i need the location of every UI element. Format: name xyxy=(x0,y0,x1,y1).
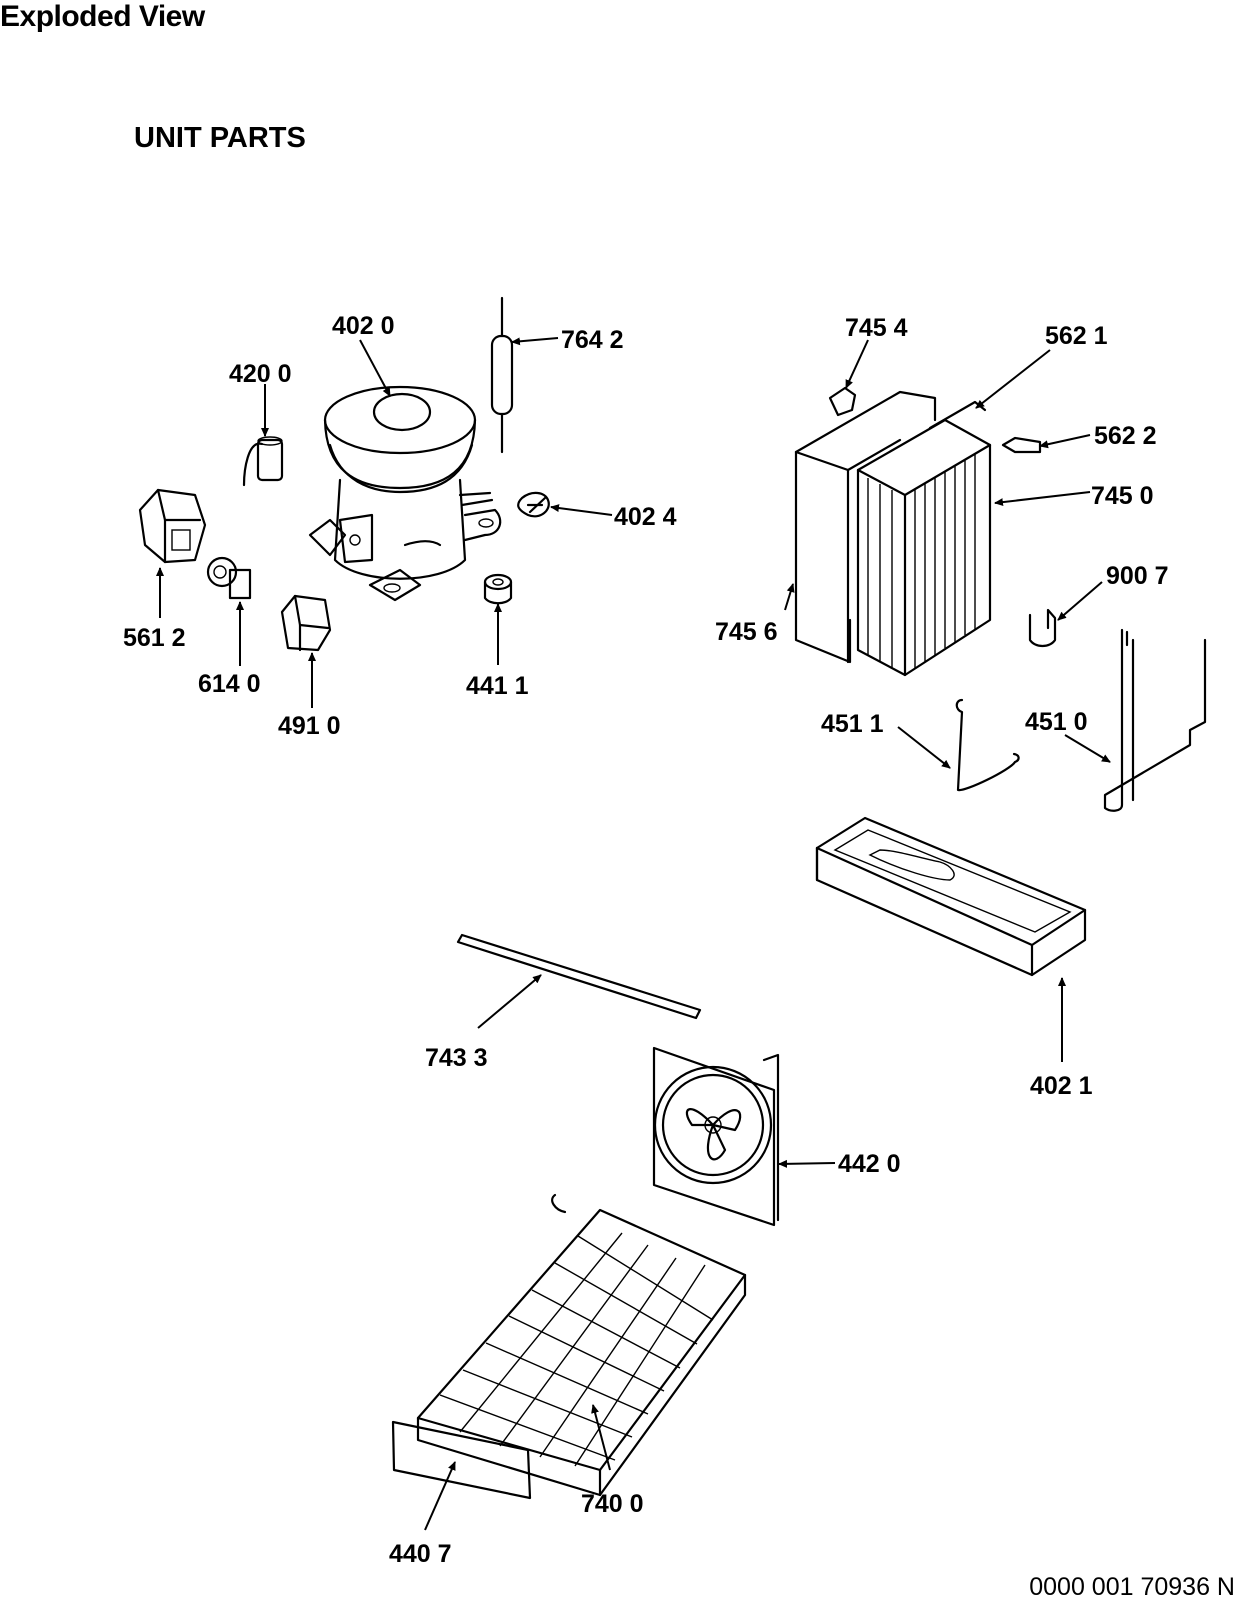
callout-900-7: 900 7 xyxy=(1106,562,1169,590)
callout-764-2: 764 2 xyxy=(561,326,624,354)
callout-441-1: 441 1 xyxy=(466,672,529,700)
callout-745-0: 745 0 xyxy=(1091,482,1154,510)
callout-745-6: 745 6 xyxy=(715,618,778,646)
callout-745-4: 745 4 xyxy=(845,314,908,342)
callout-451-1: 451 1 xyxy=(821,710,884,738)
callout-740-0: 740 0 xyxy=(581,1490,644,1518)
callout-562-1: 562 1 xyxy=(1045,322,1108,350)
callout-402-1: 402 1 xyxy=(1030,1072,1093,1100)
callout-562-2: 562 2 xyxy=(1094,422,1157,450)
evaporator-housing-part xyxy=(794,390,937,664)
label-plate-part xyxy=(391,1420,532,1500)
callout-743-3: 743 3 xyxy=(425,1044,488,1072)
callout-442-0: 442 0 xyxy=(838,1150,901,1178)
callout-440-7: 440 7 xyxy=(389,1540,452,1568)
document-code: 0000 001 70936 N xyxy=(1029,1573,1235,1601)
seal-strip-part xyxy=(456,933,702,1020)
clip-part xyxy=(517,491,550,518)
tube-451-1-part xyxy=(955,698,1020,792)
section-title: UNIT PARTS xyxy=(134,122,306,154)
callout-614-0: 614 0 xyxy=(198,670,261,698)
relay-part xyxy=(138,488,207,564)
damper-part xyxy=(483,573,513,605)
fan-part xyxy=(652,1046,780,1227)
drip-tray-part xyxy=(815,816,1087,977)
evaporator-part xyxy=(856,400,992,677)
compressor-part xyxy=(308,385,502,602)
callout-402-4: 402 4 xyxy=(614,503,677,531)
page-title: Exploded View xyxy=(0,0,205,33)
capacitor-part xyxy=(242,436,284,487)
clip-745-4-part xyxy=(828,386,857,417)
overload-part xyxy=(206,556,252,600)
callout-491-0: 491 0 xyxy=(278,712,341,740)
leader-lines xyxy=(156,337,1111,1531)
callout-402-0: 402 0 xyxy=(332,312,395,340)
callout-451-0: 451 0 xyxy=(1025,708,1088,736)
callout-561-2: 561 2 xyxy=(123,624,186,652)
cover-part xyxy=(280,594,332,652)
bracket-part xyxy=(1001,436,1042,454)
clip-900-7-part xyxy=(1028,608,1057,648)
filter-drier-part xyxy=(490,296,514,454)
condenser-part xyxy=(416,1193,747,1497)
capillary-part xyxy=(1103,628,1207,812)
callout-420-0: 420 0 xyxy=(229,360,292,388)
